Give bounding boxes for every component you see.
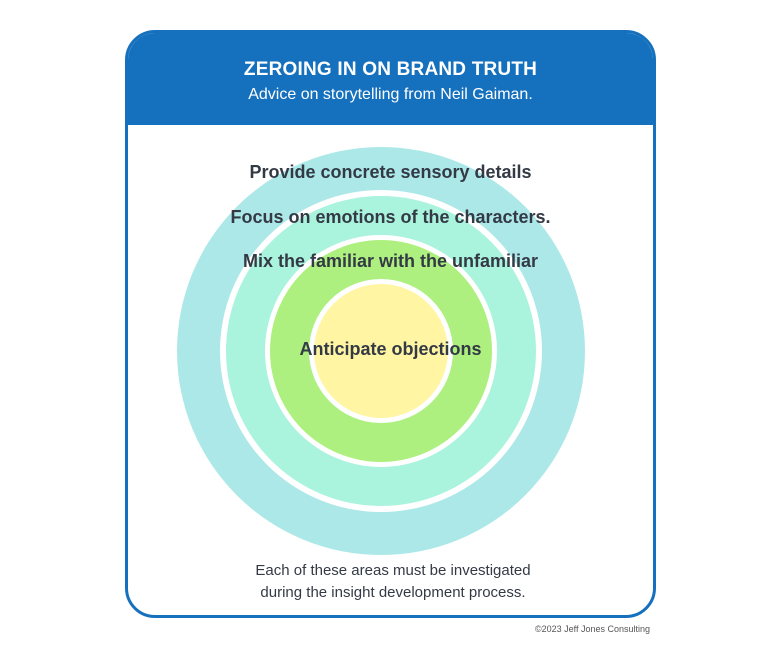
copyright-notice: ©2023 Jeff Jones Consulting [534, 624, 650, 634]
ring-center [314, 284, 448, 418]
card-title: ZEROING IN ON BRAND TRUTH [243, 59, 538, 80]
ring-label-outer: Provide concrete sensory details [249, 162, 532, 182]
ring-label-center: Anticipate objections [299, 339, 482, 359]
ring-label-third: Mix the familiar with the unfamiliar [242, 251, 539, 271]
diagram-card: ZEROING IN ON BRAND TRUTH Advice on stor… [125, 30, 656, 618]
footnote-line-1: Each of these areas must be investigated [255, 562, 531, 579]
ring-label-second: Focus on emotions of the characters. [230, 207, 551, 227]
footnote: Each of these areas must be investigated… [188, 560, 598, 604]
card-subtitle: Advice on storytelling from Neil Gaiman. [248, 86, 533, 103]
card-header: ZEROING IN ON BRAND TRUTH Advice on stor… [128, 33, 653, 125]
footnote-line-2: during the insight development process. [260, 584, 526, 601]
concentric-rings [177, 147, 585, 555]
